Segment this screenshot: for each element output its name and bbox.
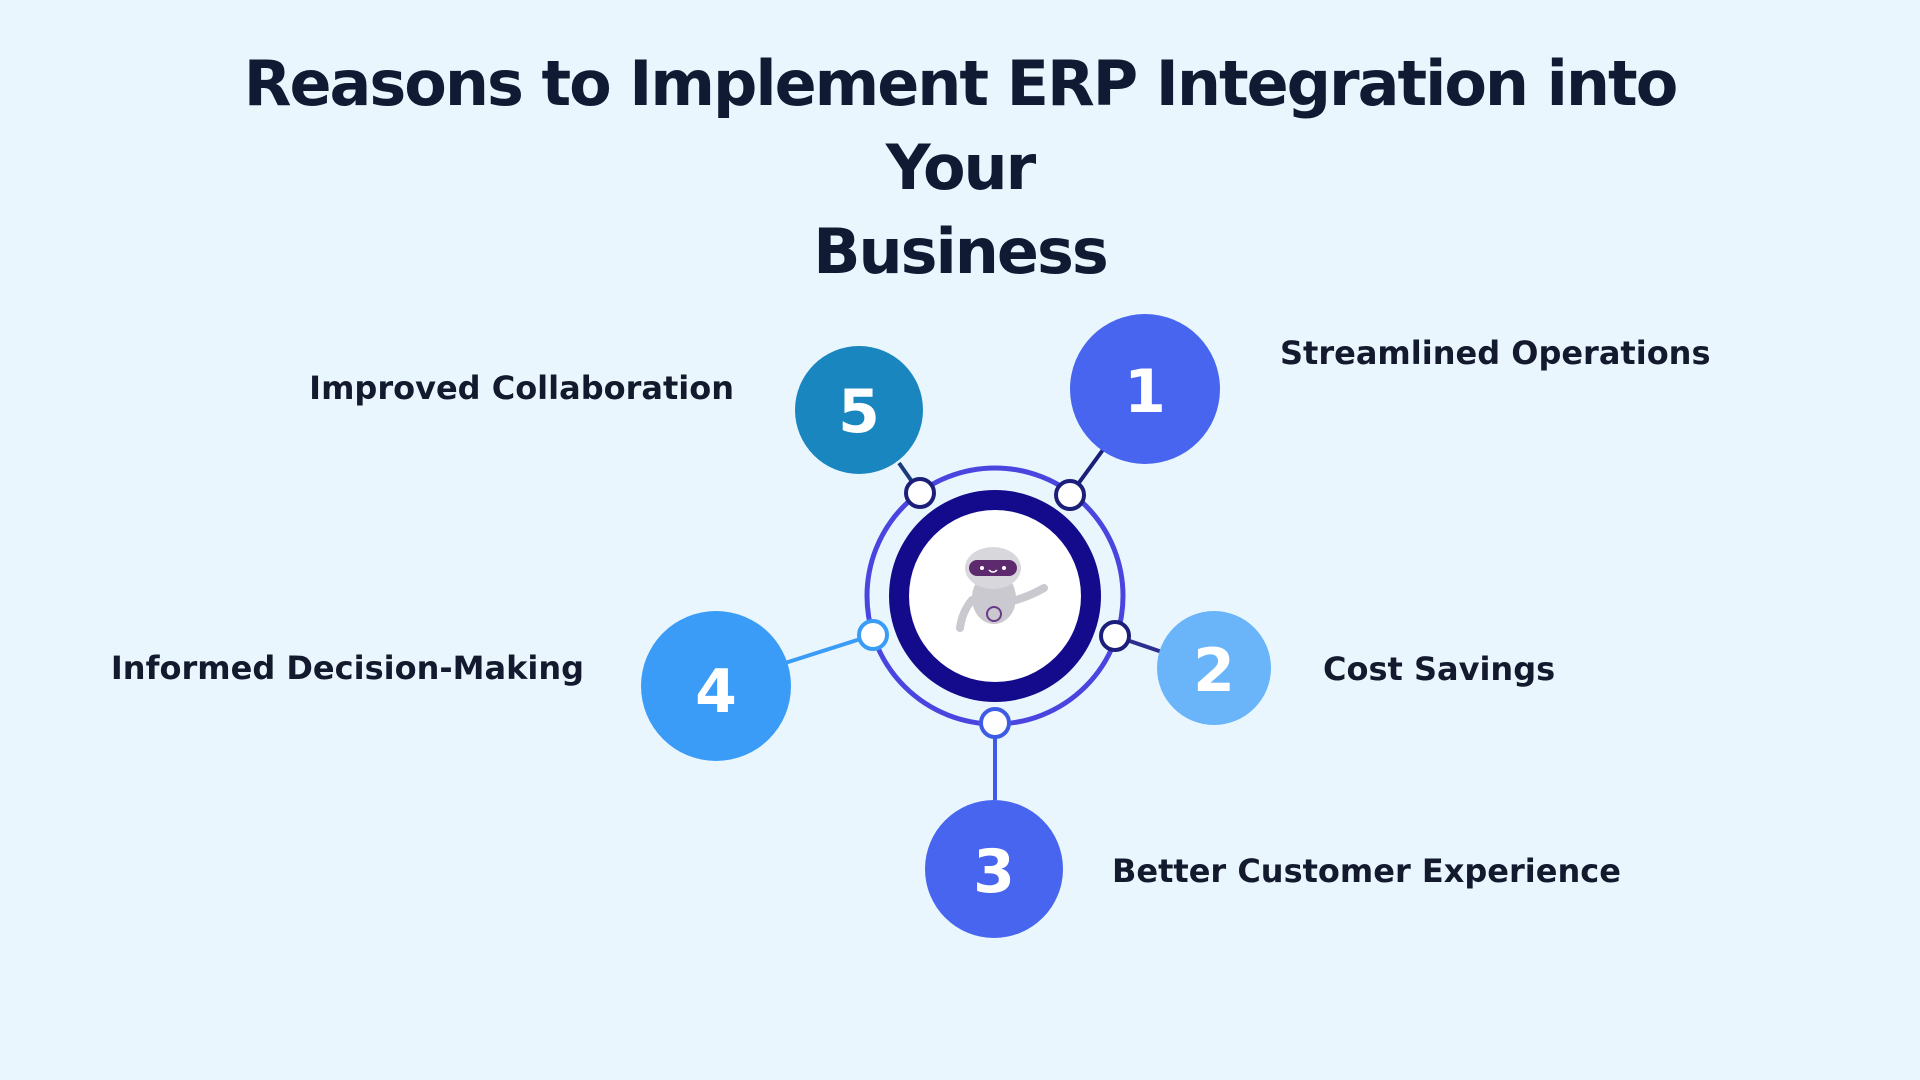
number-circle-2 [1157, 611, 1271, 725]
reason-label-5: Improved Collaboration [309, 369, 734, 407]
number-text-4: 4 [695, 657, 737, 727]
reason-label-4: Informed Decision-Making [110, 649, 584, 687]
number-circle-3 [925, 800, 1063, 938]
number-node-5: 5 [795, 346, 923, 474]
number-text-2: 2 [1193, 636, 1235, 706]
knob-1 [1054, 479, 1086, 511]
knob-2 [1099, 620, 1131, 652]
number-text-1: 1 [1124, 357, 1166, 427]
number-circle-5 [795, 346, 923, 474]
number-node-4: 4 [641, 611, 791, 761]
page-title-line-1: Reasons to Implement ERP Integration int… [243, 47, 1679, 204]
reason-label-3: Better Customer Experience [1112, 852, 1621, 890]
number-node-3: 3 [925, 800, 1063, 938]
knob-5 [904, 477, 936, 509]
number-text-3: 3 [973, 837, 1015, 907]
knob-4 [857, 619, 889, 651]
reason-label-1: Streamlined Operations [1280, 334, 1711, 372]
center-hub [864, 465, 1126, 727]
page-title: Reasons to Implement ERP Integration int… [160, 42, 1760, 294]
number-text-5: 5 [838, 377, 880, 447]
knob-3 [979, 707, 1011, 739]
number-circle-4 [641, 611, 791, 761]
page-title-line-2: Business [813, 215, 1109, 288]
reason-label-2: Cost Savings [1323, 650, 1556, 688]
robot-icon [956, 547, 1048, 632]
connector-knobs [857, 477, 1131, 739]
number-node-2: 2 [1157, 611, 1271, 725]
number-node-1: 1 [1070, 314, 1220, 464]
number-circle-1 [1070, 314, 1220, 464]
